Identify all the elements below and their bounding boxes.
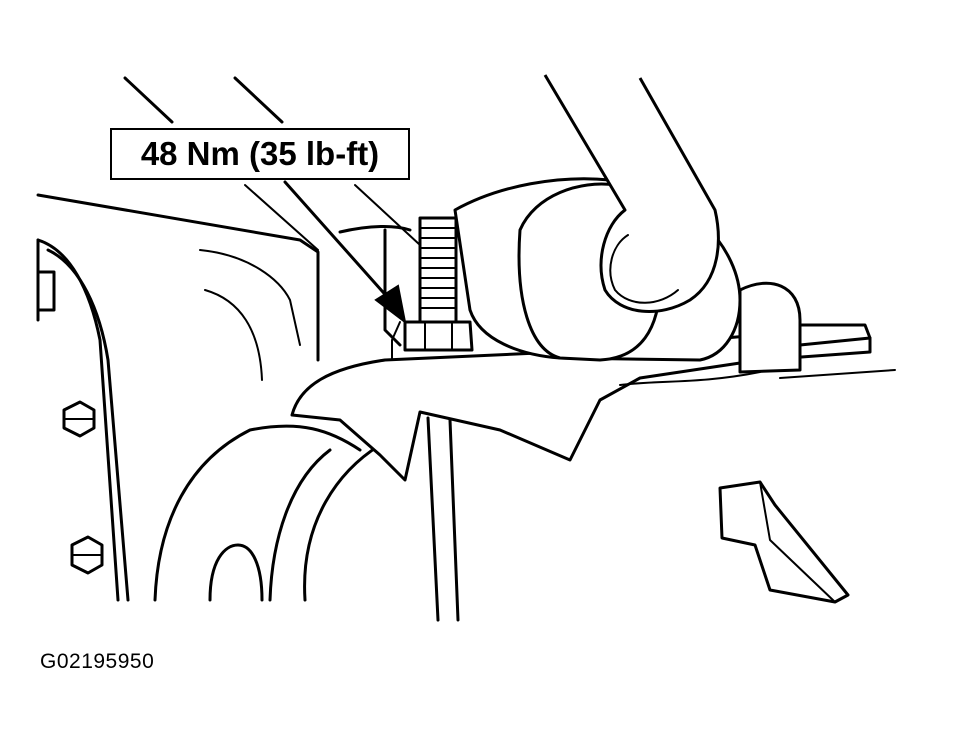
housing-contour: [204, 289, 263, 381]
callout-leader: [354, 184, 421, 246]
mounting-bracket: [290, 333, 872, 482]
retaining-clip-fold: [759, 481, 836, 603]
block-bolt-lower: [70, 535, 104, 575]
bracket-side: [383, 228, 402, 347]
figure-id: G02195950: [40, 650, 155, 673]
block-bolt-top: [36, 270, 56, 312]
retaining-clip: [718, 480, 850, 604]
oval-port: [208, 543, 264, 602]
engine-block-edge: [46, 248, 130, 602]
leader-line: [233, 76, 284, 124]
callout-arrow-line: [283, 180, 392, 302]
lower-housing-curve: [268, 448, 332, 602]
housing-top-edge: [36, 193, 320, 362]
bracket-fold: [619, 371, 761, 386]
torque-spec-label: 48 Nm (35 lb-ft): [140, 135, 380, 172]
mounting-stud: [418, 216, 458, 325]
mounting-nut: [403, 320, 474, 352]
leader-line: [123, 76, 174, 124]
lower-housing-curve: [153, 424, 362, 602]
chassis-line: [779, 369, 896, 379]
mount-tab: [798, 323, 872, 347]
block-bolt-upper: [62, 400, 96, 438]
housing-contour: [199, 249, 301, 346]
stabilizer-bar-end: [609, 234, 679, 304]
lower-housing-curve: [303, 443, 382, 602]
callout-arrowhead: [374, 284, 407, 325]
callout-leader: [244, 184, 319, 251]
bracket-edge: [391, 321, 401, 361]
lower-rod: [448, 418, 460, 622]
stabilizer-bar: [543, 74, 720, 313]
torque-spec-callout: 48 Nm (35 lb-ft): [110, 128, 410, 180]
mount-block-right: [738, 281, 802, 374]
bracket-side: [338, 224, 412, 234]
lower-rod: [426, 416, 440, 622]
